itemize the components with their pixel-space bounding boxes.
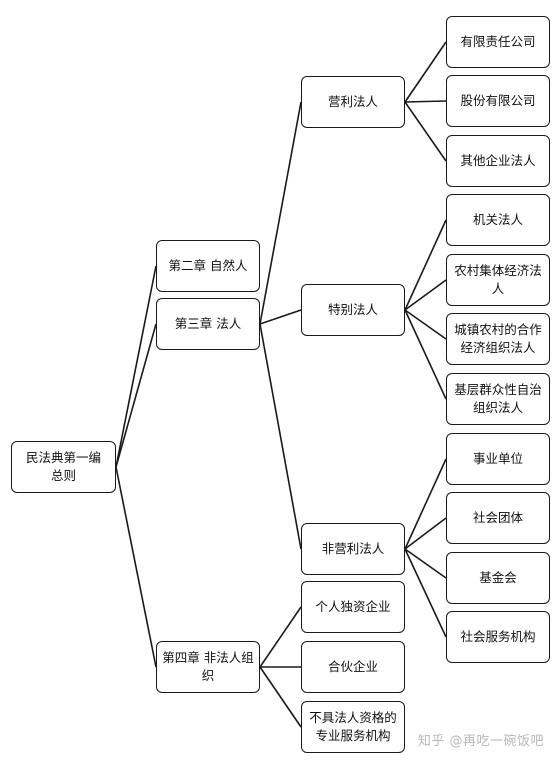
leaf-jiguan-node: 机关法人 [446, 194, 550, 246]
category-yingli-node: 营利法人 [301, 76, 405, 128]
edge-feiyingli-shiye [404, 458, 447, 550]
leaf-geren-node: 个人独资企业 [301, 581, 405, 633]
leaf-qita-node: 其他企业法人 [446, 135, 550, 187]
chapter-2-node: 第二章 自然人 [156, 240, 260, 292]
edge-ch4-geren [259, 606, 302, 668]
leaf-jijinhui-node: 基金会 [446, 552, 550, 604]
edge-yingli-youxian [404, 41, 447, 103]
edge-feiyingli-tuanti [404, 517, 447, 550]
edge-tebie-jiguan [404, 219, 447, 311]
root-node: 民法典第一编 总则 [11, 441, 116, 493]
leaf-shehui-tuanti-node: 社会团体 [446, 492, 550, 544]
connector-lines [115, 41, 447, 728]
edge-yingli-gufen [404, 100, 447, 103]
watermark-text: 知乎 @再吃一碗饭吧 [417, 734, 544, 749]
leaf-youxian-node: 有限责任公司 [446, 16, 550, 68]
leaf-nongcun-node: 农村集体经济法 人 [446, 254, 550, 306]
category-feiyingli-node: 非营利法人 [301, 523, 405, 575]
leaf-fuwu-node: 社会服务机构 [446, 611, 550, 663]
leaf-buju-node: 不具法人资格的 专业服务机构 [301, 701, 405, 753]
edge-feiyingli-jijinhui [404, 548, 447, 579]
leaf-hehuo-node: 合伙企业 [301, 641, 405, 693]
chapter-4-node: 第四章 非法人组 织 [156, 641, 260, 693]
leaf-jiceng-node: 基层群众性自治 组织法人 [446, 373, 550, 425]
leaf-chengzhen-node: 城镇农村的合作 经济组织法人 [446, 313, 550, 365]
edge-tebie-nongcun [404, 279, 447, 311]
leaf-shiye-node: 事业单位 [446, 433, 550, 485]
category-tebie-node: 特别法人 [301, 284, 405, 336]
edge-tebie-chengzhen [404, 309, 447, 340]
edge-root-ch3 [115, 323, 157, 468]
leaf-gufen-node: 股份有限公司 [446, 75, 550, 127]
edge-tebie-jiceng [404, 309, 447, 400]
chapter-3-node: 第三章 法人 [156, 298, 260, 350]
edge-feiyingli-fuwu [404, 548, 447, 638]
edge-ch3-tebie [259, 309, 302, 325]
edge-root-ch4 [115, 466, 157, 668]
edge-ch4-buju [259, 666, 302, 728]
edge-ch3-yingli [259, 101, 302, 325]
edge-ch3-feiyingli [259, 323, 302, 550]
edge-root-ch2 [115, 265, 157, 468]
edge-yingli-qita [404, 101, 447, 162]
